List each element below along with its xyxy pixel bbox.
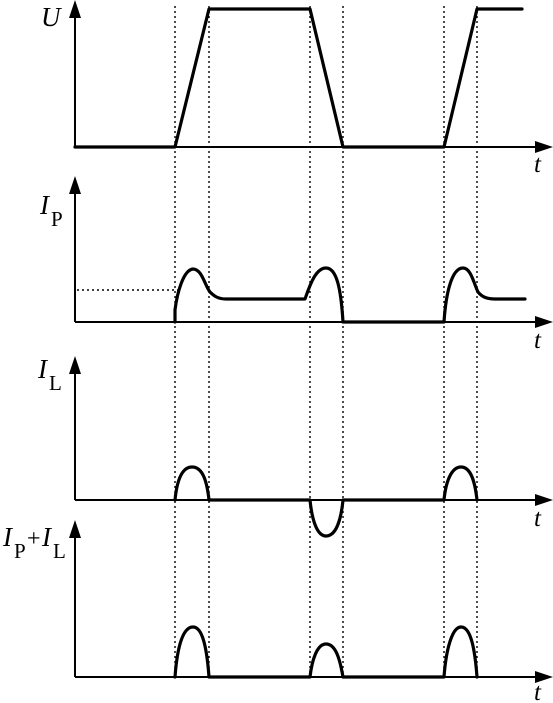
u-x-arrow bbox=[535, 141, 553, 153]
il-trace bbox=[173, 465, 479, 538]
il-y-subscript: L bbox=[49, 371, 62, 395]
u-y-label: U bbox=[41, 2, 62, 32]
il-y-arrow bbox=[69, 356, 81, 374]
ip-y-subscript: P bbox=[51, 207, 63, 231]
sum-x-label: t bbox=[534, 679, 542, 703]
sum-plus-sign: + bbox=[27, 526, 41, 552]
sum-x-arrow bbox=[535, 671, 553, 683]
ip-x-label: t bbox=[534, 327, 542, 354]
ip-x-arrow bbox=[535, 316, 553, 328]
u-x-label: t bbox=[534, 151, 542, 178]
il-y-label: I bbox=[37, 354, 49, 384]
ip-y-label: I bbox=[39, 190, 51, 220]
sum-y-arrow bbox=[69, 520, 81, 538]
sum-y-subscript-ip: P bbox=[14, 539, 26, 563]
ip-trace bbox=[173, 266, 527, 324]
panel-il: I L t bbox=[37, 354, 553, 538]
voltage-trace bbox=[73, 7, 524, 149]
panel-voltage: U t bbox=[41, 0, 553, 178]
sum-y-subscript-il: L bbox=[53, 539, 66, 563]
il-x-arrow bbox=[535, 494, 553, 506]
sum-y-label-ip: I bbox=[2, 522, 14, 552]
ip-y-arrow bbox=[69, 176, 81, 194]
sum-y-label-il: I bbox=[41, 522, 53, 552]
panel-sum: I P + I L t bbox=[2, 520, 553, 703]
sum-trace bbox=[173, 625, 479, 679]
u-y-arrow bbox=[69, 0, 81, 18]
time-guides bbox=[174, 6, 478, 680]
panel-ip: I P t bbox=[39, 176, 553, 354]
il-x-label: t bbox=[534, 505, 542, 532]
